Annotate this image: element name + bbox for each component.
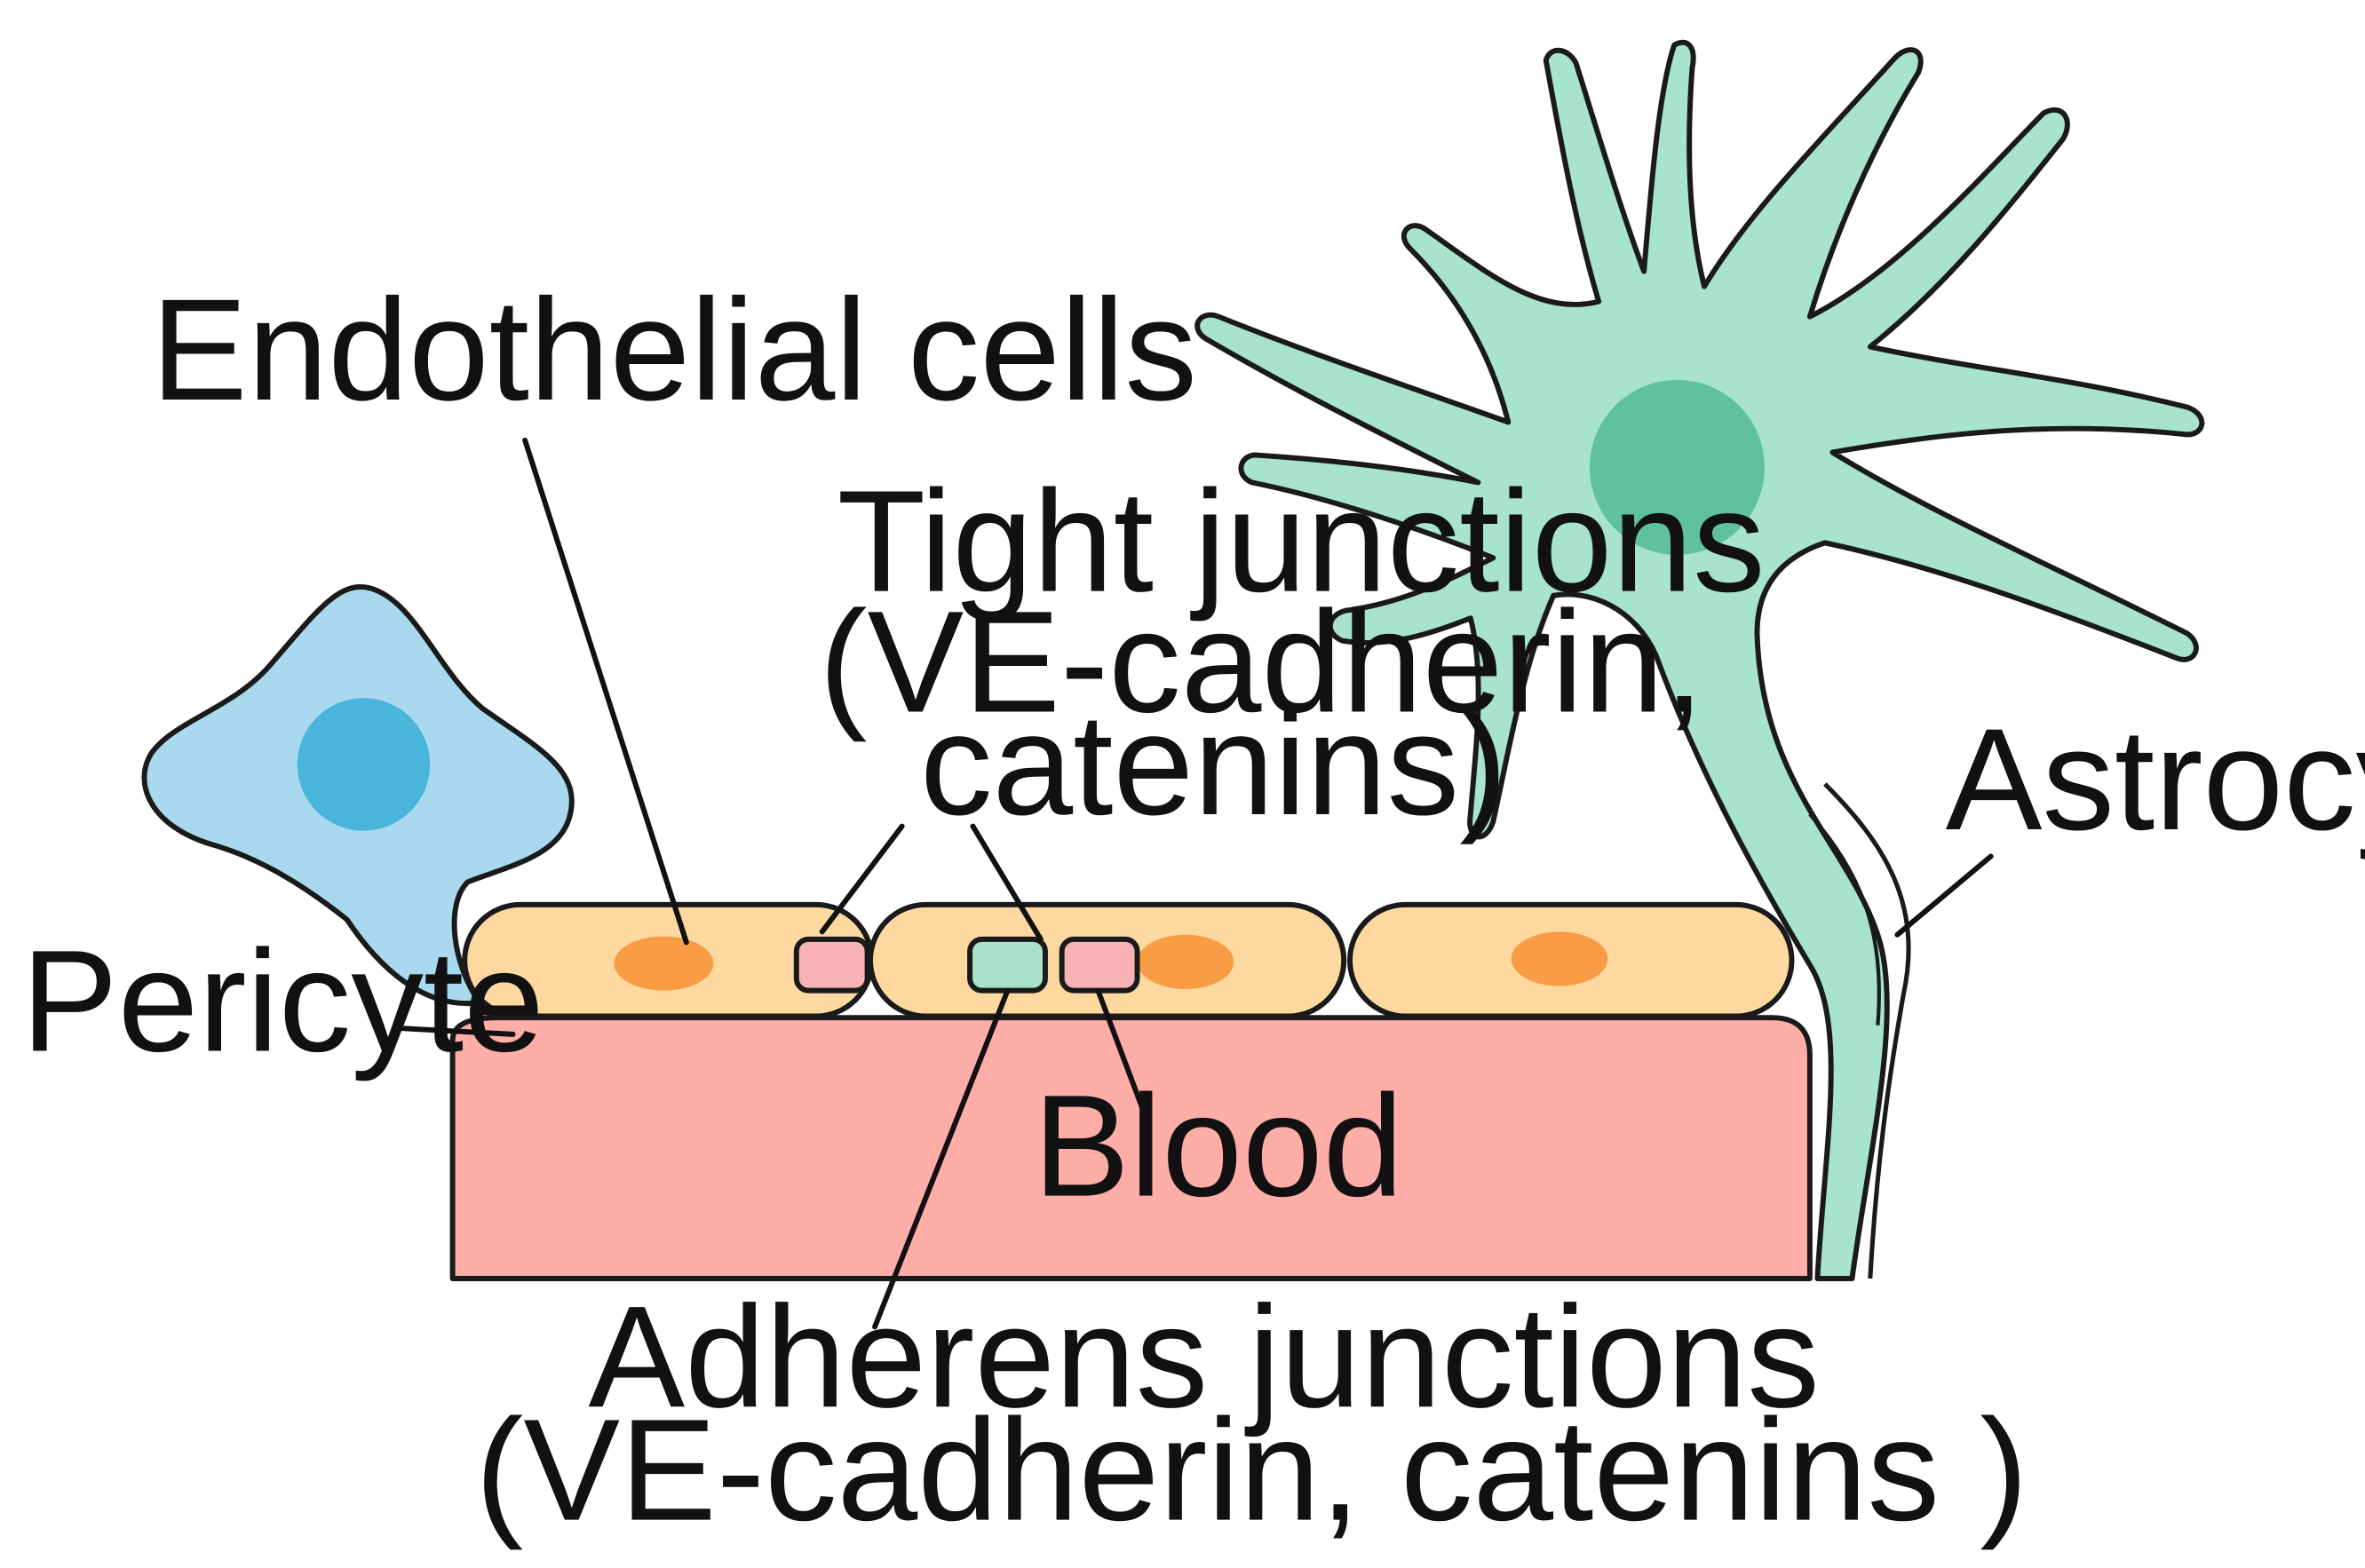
astrocyte-body xyxy=(1194,39,2205,1281)
leader-blood xyxy=(1095,987,1149,1121)
endothelial-cells xyxy=(462,901,1795,1019)
label-tight-junctions-line2: (VE-cadherin, xyxy=(819,580,1704,742)
pericyte-nucleus xyxy=(297,698,431,831)
label-adherens-line1: Adherens junctions xyxy=(588,1275,1819,1437)
leader-adherens xyxy=(872,987,1011,1330)
tight-junction-1 xyxy=(793,936,870,994)
label-tight-junctions-line1: Tight junctions xyxy=(837,460,1766,622)
leader-endothelial xyxy=(522,437,689,946)
leader-pericyte xyxy=(397,1026,516,1037)
label-astrocyte: Astrocyte xyxy=(1946,698,2365,860)
pericyte xyxy=(141,584,575,1007)
astrocyte-nucleus xyxy=(1589,379,1765,555)
label-endothelial-cells: Endothelial cells xyxy=(151,268,1197,431)
label-blood: Blood xyxy=(1033,1065,1403,1227)
tight-junction-2 xyxy=(1059,936,1140,994)
leader-tight-junction-1 xyxy=(819,823,905,935)
adherens-junction xyxy=(967,936,1048,994)
endothelial-nucleus-1 xyxy=(614,936,714,991)
leader-tight-junction-2 xyxy=(970,823,1044,942)
label-pericyte: Pericyte xyxy=(21,920,544,1082)
endothelial-nucleus-2 xyxy=(1137,934,1234,989)
astrocyte-endfoot-outline xyxy=(1823,782,1911,1279)
leader-astrocyte xyxy=(1894,853,1994,938)
astrocyte xyxy=(1194,39,2205,1281)
label-adherens-line2: (VE-cadherin, catenins ) xyxy=(475,1389,2028,1551)
astrocyte-process-line xyxy=(1808,812,1882,1026)
endothelial-nucleus-3 xyxy=(1511,931,1608,986)
label-tight-junctions-line3: catenins) xyxy=(920,683,1507,845)
